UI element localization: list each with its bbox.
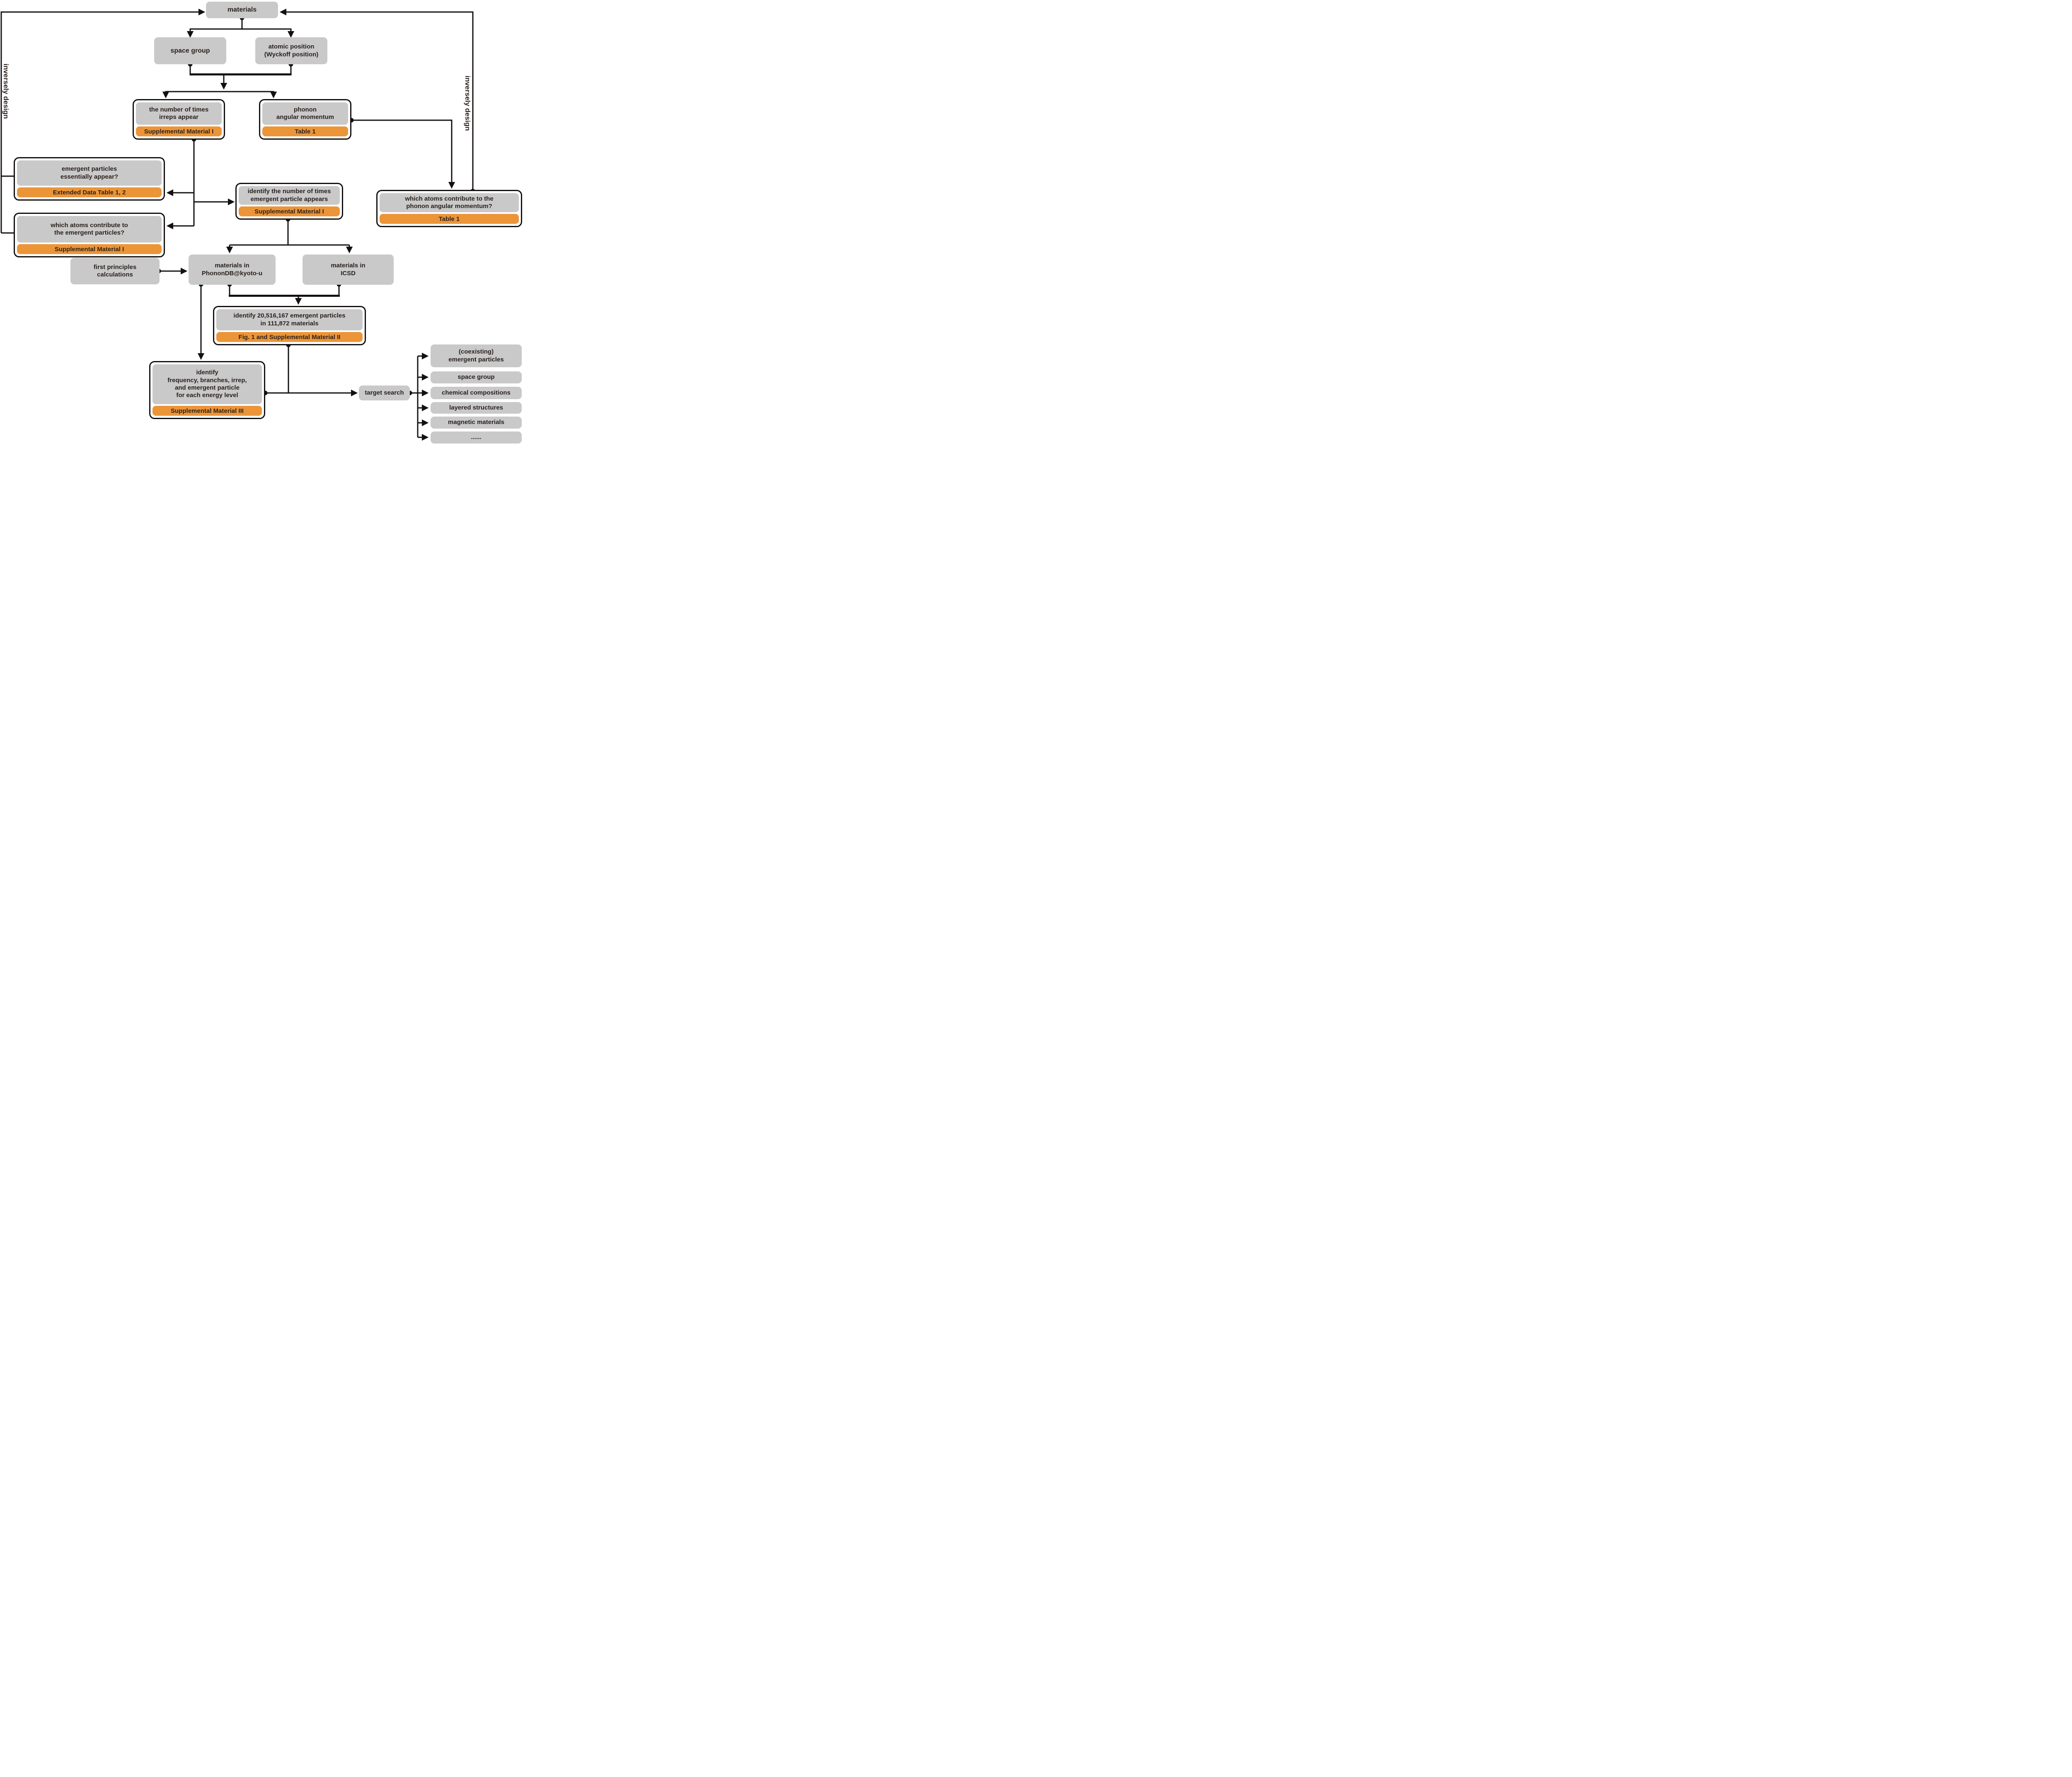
identify-emergent-count-ref: Supplemental Material I [239, 206, 340, 216]
identify-levels-label: identify frequency, branches, irrep, and… [152, 364, 262, 404]
node-atoms-emergent: which atoms contribute to the emergent p… [14, 213, 165, 257]
node-phonon-angular-momentum: phonon angular momentum Table 1 [259, 99, 351, 140]
node-atomic-position: atomic position (Wyckoff position) [255, 37, 327, 64]
atoms-emergent-label: which atoms contribute to the emergent p… [17, 216, 162, 242]
identify-emergent-count-label: identify the number of times emergent pa… [239, 186, 340, 205]
inversely-design-label-right: inversely design [464, 75, 472, 131]
node-search-magnetic: magnetic materials [431, 417, 522, 429]
node-space-group: space group [154, 37, 226, 64]
node-search-layered: layered structures [431, 402, 522, 414]
node-search-space-group: space group [431, 371, 522, 383]
emergent-essential-ref: Extended Data Table 1, 2 [17, 187, 162, 197]
node-identify-levels: identify frequency, branches, irrep, and… [149, 361, 265, 419]
phonon-am-label: phonon angular momentum [262, 102, 348, 125]
node-search-chemical: chemical compositions [431, 387, 522, 399]
flowchart-canvas: inversely design inversely design materi… [0, 0, 524, 444]
node-target-search: target search [359, 385, 410, 400]
node-phonondb: materials in PhononDB@kyoto-u [189, 255, 276, 285]
node-search-coexisting: (coexisting) emergent particles [431, 344, 522, 367]
node-emergent-essential: emergent particles essentially appear? E… [14, 157, 165, 201]
phonon-am-ref: Table 1 [262, 126, 348, 136]
node-materials: materials [206, 2, 278, 18]
atoms-phonon-am-ref: Table 1 [380, 214, 519, 224]
node-search-more: ...... [431, 432, 522, 444]
node-atoms-phonon-am: which atoms contribute to the phonon ang… [376, 190, 522, 227]
emergent-essential-label: emergent particles essentially appear? [17, 160, 162, 186]
node-icsd: materials in ICSD [303, 255, 394, 285]
irreps-count-label: the number of times irreps appear [136, 102, 222, 125]
node-identify-emergent-count: identify the number of times emergent pa… [235, 183, 343, 220]
node-irreps-count: the number of times irreps appear Supple… [133, 99, 225, 140]
connector-paths [0, 8, 474, 441]
identify-total-ref: Fig. 1 and Supplemental Material II [216, 332, 363, 342]
atoms-phonon-am-label: which atoms contribute to the phonon ang… [380, 193, 519, 212]
identify-total-label: identify 20,516,167 emergent particles i… [216, 309, 363, 330]
node-identify-total: identify 20,516,167 emergent particles i… [213, 306, 366, 345]
inversely-design-label-left: inversely design [2, 63, 10, 119]
identify-levels-ref: Supplemental Material III [152, 406, 262, 416]
irreps-count-ref: Supplemental Material I [136, 126, 222, 136]
atoms-emergent-ref: Supplemental Material I [17, 244, 162, 254]
node-first-principles: first principles calculations [70, 258, 160, 284]
